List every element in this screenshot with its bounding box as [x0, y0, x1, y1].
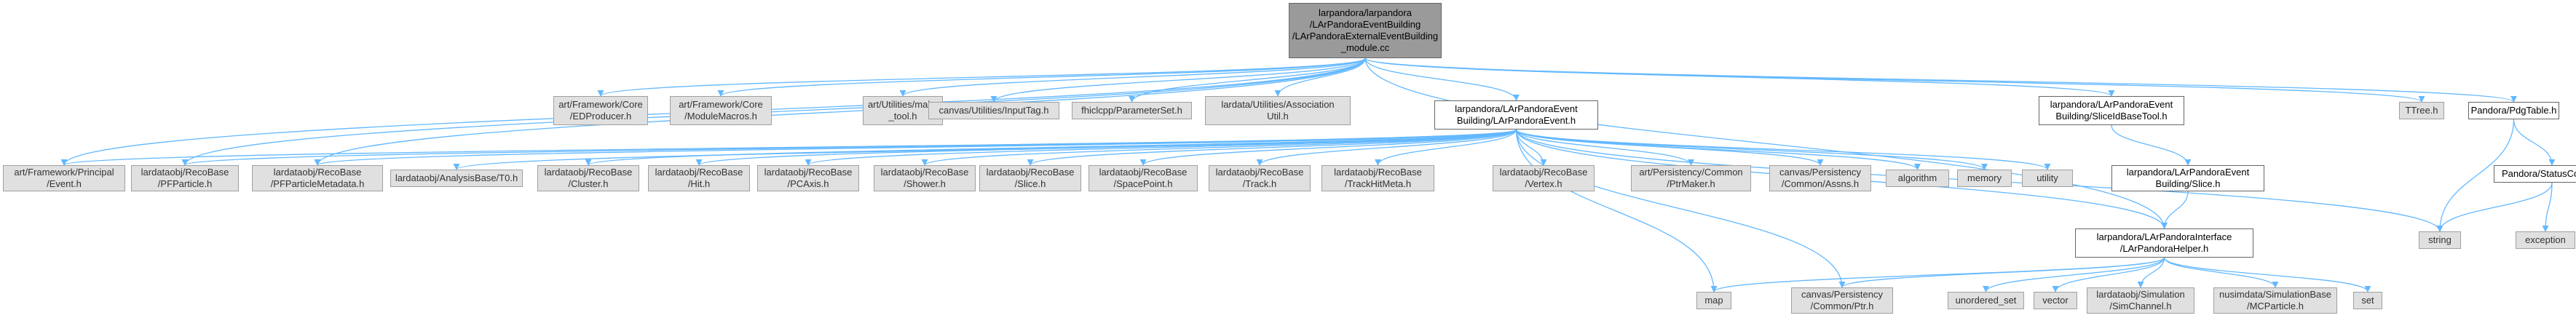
node-track[interactable]: lardataobj/RecoBase /Track.h [1209, 165, 1311, 191]
node-event[interactable]: art/Framework/Principal /Event.h [3, 165, 125, 191]
edge-lphelper-to-map [1710, 257, 2165, 293]
node-mcparticle[interactable]: nusimdata/SimulationBase /MCParticle.h [2213, 287, 2337, 314]
node-larpandora-slice[interactable]: larpandora/LArPandoraEvent Building/Slic… [2111, 165, 2264, 191]
node-larpandorahelper[interactable]: larpandora/LArPandoraInterface /LArPando… [2075, 228, 2253, 258]
edge-sliceidtool-to-slicelp [2111, 124, 2192, 166]
edge-lpevent-to-slicerb [1027, 129, 1517, 166]
edge-lpevent-to-pcaxis [805, 129, 1517, 166]
node-shower[interactable]: lardataobj/RecoBase /Shower.h [874, 165, 976, 191]
edge-lpevent-to-event [61, 129, 1517, 166]
node-pfparticlemetadata[interactable]: lardataobj/RecoBase /PFParticleMetadata.… [252, 165, 383, 191]
node-map[interactable]: map [1696, 292, 1731, 309]
edge-lpevent-to-hit [695, 129, 1517, 166]
node-assns[interactable]: canvas/Persistency /Common/Assns.h [1769, 165, 1871, 191]
edge-lpevent-to-memory [1515, 129, 1988, 170]
edge-root-to-pfpmeta [314, 57, 1366, 166]
node-t0[interactable]: lardataobj/AnalysisBase/T0.h [390, 170, 523, 187]
node-ttree[interactable]: TTree.h [2399, 102, 2444, 119]
edge-lpevent-to-shower [921, 129, 1517, 166]
edge-lpevent-to-spacepoint [1139, 129, 1517, 166]
node-hit[interactable]: lardataobj/RecoBase /Hit.h [648, 165, 750, 191]
node-pcaxis[interactable]: lardataobj/RecoBase /PCAxis.h [757, 165, 859, 191]
node-parameterset[interactable]: fhiclcpp/ParameterSet.h [1072, 102, 1192, 119]
edge-root-to-ttree [1364, 57, 2425, 103]
edge-lpevent-to-pfpmeta [315, 129, 1517, 166]
node-edproducer[interactable]: art/Framework/Core /EDProducer.h [553, 96, 648, 125]
node-exception[interactable]: exception [2516, 231, 2575, 249]
node-larpandoraevent[interactable]: larpandora/LArPandoraEvent Building/LArP… [1434, 100, 1598, 130]
edge-lphelper-to-simchannel [2137, 257, 2165, 288]
node-unordered-set[interactable]: unordered_set [1948, 292, 2024, 309]
edge-lphelper-to-mcparticle [2163, 257, 2279, 288]
edge-lphelper-to-vector [2052, 257, 2165, 293]
node-string[interactable]: string [2419, 231, 2461, 249]
edge-lphelper-to-unordered [1983, 257, 2165, 293]
edge-lpevent-to-algorithm [1515, 129, 1921, 170]
edge-root-to-inputtag [990, 57, 1366, 103]
edge-statuscodes-to-exception [2542, 182, 2553, 232]
edge-lpevent-to-track [1256, 129, 1517, 166]
edge-lpevent-to-ptrmaker [1515, 129, 1694, 166]
node-algorithm[interactable]: algorithm [1886, 170, 1949, 187]
node-simchannel[interactable]: lardataobj/Simulation /SimChannel.h [2087, 287, 2194, 314]
edge-root-to-lpevent [1364, 57, 1520, 101]
node-trackhitmeta[interactable]: lardataobj/RecoBase /TrackHitMeta.h [1321, 165, 1434, 191]
edge-root-to-pdgtable [1364, 57, 2517, 103]
edge-lpevent-to-pfparticle [182, 129, 1517, 166]
node-vertex[interactable]: lardataobj/RecoBase /Vertex.h [1493, 165, 1595, 191]
node-root-module[interactable]: larpandora/larpandora /LArPandoraEventBu… [1289, 3, 1442, 58]
node-spacepoint[interactable]: lardataobj/RecoBase /SpacePoint.h [1089, 165, 1198, 191]
node-recobase-slice[interactable]: lardataobj/RecoBase /Slice.h [979, 165, 1081, 191]
node-associationutil[interactable]: lardata/Utilities/Association Util.h [1205, 96, 1351, 125]
edge-statuscodes-to-string [2436, 182, 2553, 232]
node-vector[interactable]: vector [2034, 292, 2077, 309]
edge-lpevent-to-trackhitmeta [1375, 129, 1517, 166]
edge-root-to-assocutil [1274, 57, 1366, 97]
node-memory[interactable]: memory [1957, 170, 2012, 187]
node-pdgtable[interactable]: Pandora/PdgTable.h [2468, 102, 2559, 119]
node-utility[interactable]: utility [2022, 170, 2073, 187]
edge-pdgtable-to-string [2436, 119, 2515, 232]
node-inputtag[interactable]: canvas/Utilities/InputTag.h [928, 102, 1059, 119]
node-modulemacros[interactable]: art/Framework/Core /ModuleMacros.h [670, 96, 772, 125]
edge-root-to-maketool [899, 57, 1366, 97]
edge-root-to-modulemacros [717, 57, 1366, 97]
node-statuscodes[interactable]: Pandora/StatusCodes.h [2494, 165, 2576, 183]
edge-root-to-lphelper [1364, 57, 2168, 229]
edge-root-to-edproducer [597, 57, 1366, 97]
edge-lpevent-to-ptr [1515, 129, 1846, 288]
edge-lphelper-to-ptr [1838, 257, 2165, 288]
node-ptr[interactable]: canvas/Persistency /Common/Ptr.h [1791, 287, 1893, 314]
edge-slicelp-to-lphelper [2160, 191, 2189, 229]
node-ptrmaker[interactable]: art/Persistency/Common /PtrMaker.h [1631, 165, 1751, 191]
edge-lpevent-to-map [1515, 129, 1718, 293]
node-cluster[interactable]: lardataobj/RecoBase /Cluster.h [537, 165, 639, 191]
edge-root-to-pfparticle [181, 57, 1366, 166]
edge-lpevent-to-utility [1515, 129, 2051, 170]
node-set[interactable]: set [2353, 292, 2382, 309]
edge-lphelper-to-set [2163, 257, 2371, 293]
edge-pdgtable-to-statuscodes [2513, 119, 2556, 166]
node-sliceidbasetool[interactable]: larpandora/LArPandoraEvent Building/Slic… [2039, 96, 2184, 125]
node-pfparticle[interactable]: lardataobj/RecoBase /PFParticle.h [131, 165, 239, 191]
